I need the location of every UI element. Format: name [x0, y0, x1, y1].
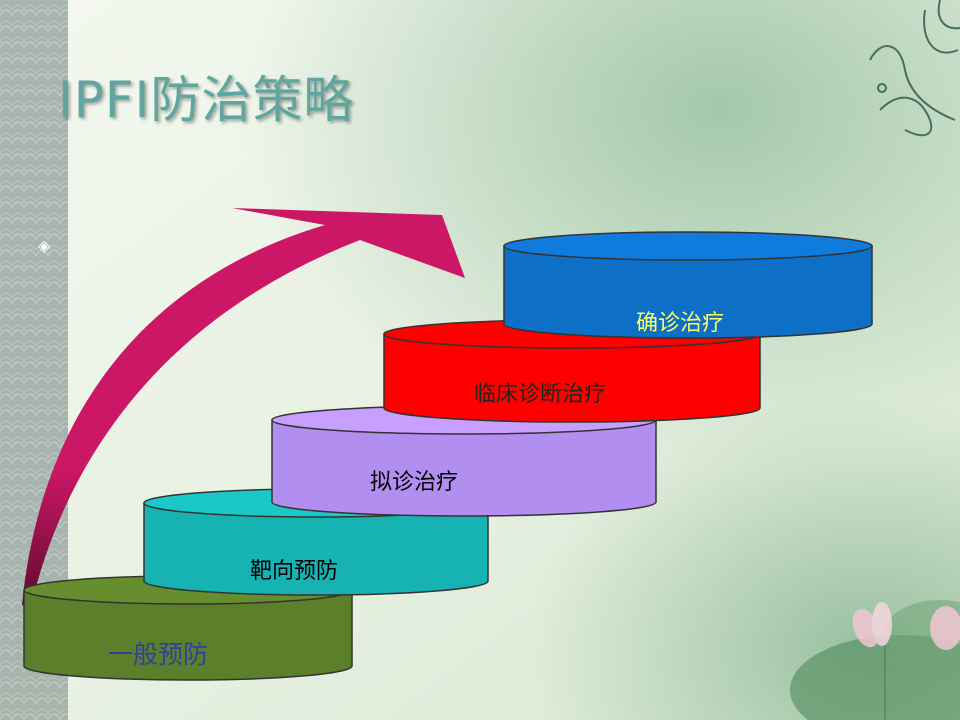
step-label-empirical-treatment: 拟诊治疗	[370, 470, 459, 495]
step-label-definitive-treatment: 确诊治疗	[636, 311, 725, 336]
step-label-general-prevention: 一般预防	[108, 640, 209, 669]
bird-ornament-icon	[869, 0, 960, 137]
progress-arrow	[22, 208, 465, 610]
slide-title: IPFI防治策略	[58, 71, 355, 129]
step-label-preemptive-treatment: 临床诊断治疗	[474, 382, 607, 407]
diamond-bullet-icon: ◈	[38, 236, 51, 255]
lotus-flower-icon	[852, 602, 960, 720]
step-definitive-treatment	[503, 231, 873, 339]
step-label-targeted-prevention: 靶向预防	[250, 559, 339, 584]
bullet-text: ·	[72, 230, 77, 246]
step-empirical-treatment	[271, 405, 657, 517]
